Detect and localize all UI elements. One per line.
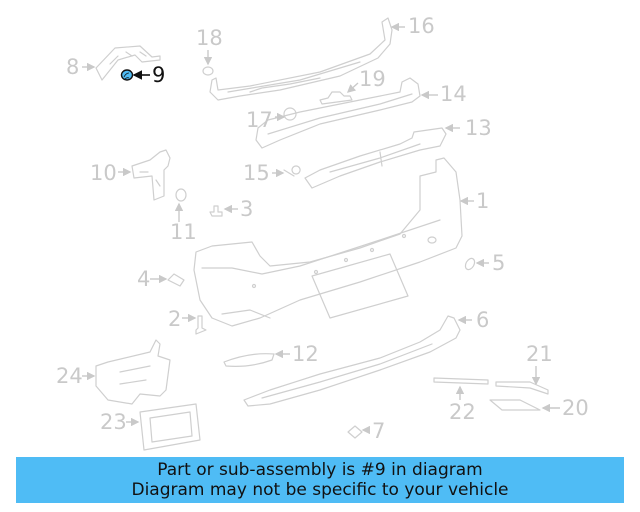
callout-17: 17 [246, 108, 273, 132]
callout-5: 5 [492, 251, 506, 275]
part-10-bracket [131, 149, 171, 201]
callout-10: 10 [90, 161, 117, 185]
part-1-bumper-cover [193, 157, 463, 327]
banner-part-notice: Part or sub-assembly is #9 in diagram [157, 460, 483, 480]
callout-13: 13 [465, 116, 492, 140]
callout-7: 7 [372, 419, 386, 443]
callout-3: 3 [240, 197, 254, 221]
part-13-reinforcement [304, 127, 447, 189]
part-6-diffuser [243, 315, 461, 407]
part-23-module [139, 403, 201, 451]
part-8-bracket [95, 45, 161, 81]
callout-4: 4 [137, 267, 151, 291]
banner-disclaimer: Diagram may not be specific to your vehi… [131, 480, 509, 500]
callout-18: 18 [196, 26, 223, 50]
callout-11: 11 [170, 220, 197, 244]
callout-2: 2 [168, 307, 182, 331]
callout-12: 12 [292, 342, 319, 366]
callout-19: 19 [359, 67, 386, 91]
callout-8: 8 [66, 55, 80, 79]
part-9-clip-highlighted [120, 69, 134, 81]
part-24-sensor-bracket [95, 339, 171, 405]
callout-14: 14 [440, 82, 467, 106]
part-14-beam [255, 77, 421, 149]
callout-20: 20 [562, 396, 589, 420]
callout-22: 22 [449, 400, 476, 424]
callout-24: 24 [56, 364, 83, 388]
info-banner: Part or sub-assembly is #9 in diagram Di… [16, 457, 624, 503]
callout-21: 21 [526, 342, 553, 366]
callout-23: 23 [100, 410, 127, 434]
callout-9-highlighted[interactable]: 9 [152, 63, 166, 87]
callout-1: 1 [476, 189, 490, 213]
callout-15: 15 [243, 161, 270, 185]
part-16-absorber [209, 17, 393, 101]
callout-6: 6 [476, 308, 490, 332]
callout-16: 16 [408, 14, 435, 38]
